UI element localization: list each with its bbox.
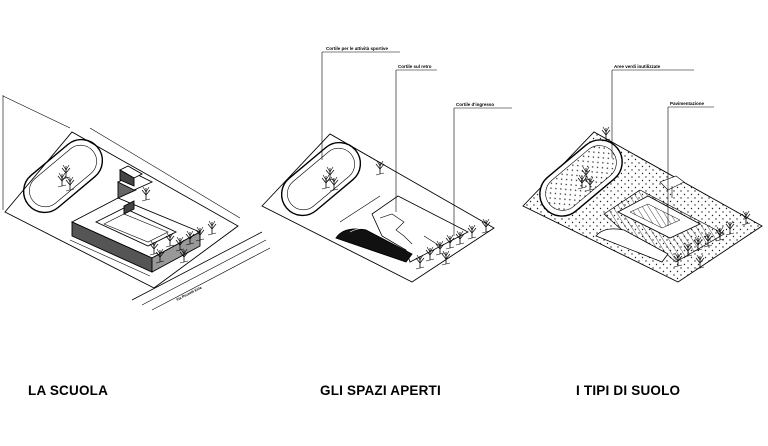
back-courtyard — [371, 195, 469, 263]
panel-tipi-suolo — [522, 69, 763, 283]
caption-spazi-aperti: GLI SPAZI APERTI — [320, 383, 441, 398]
callout-aree-verdi: Aree verdi inutilizzate — [614, 64, 661, 69]
panel-spazi-aperti — [261, 51, 512, 283]
panel-la-scuola — [2, 95, 271, 311]
sports-court — [280, 141, 362, 217]
callout-cortile-sportive: Cortile per le attività sportive — [326, 46, 389, 51]
callout-cortile-retro: Cortile sul retro — [398, 64, 432, 69]
callout-pavimentazione: Pavimentazione — [670, 101, 705, 106]
site-parcel — [4, 131, 239, 289]
caption-la-scuola: LA SCUOLA — [28, 383, 109, 398]
school-building — [70, 165, 202, 273]
street-label: Via Pozzelli Exla — [176, 285, 204, 302]
site-parcel-2 — [261, 133, 495, 283]
caption-tipi-suolo: I TIPI DI SUOLO — [576, 383, 681, 398]
callout-cortile-ingresso: Cortile d'ingresso — [456, 102, 494, 107]
sports-track — [22, 138, 104, 214]
